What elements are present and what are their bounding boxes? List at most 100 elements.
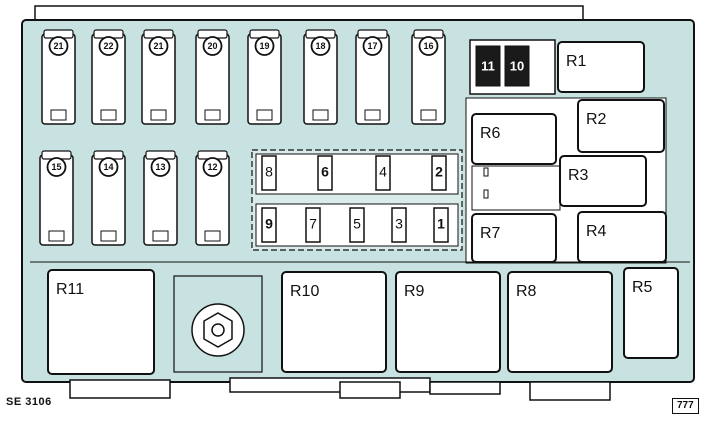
relay-label: R7 [480,225,501,242]
fuse-22: 22 [91,29,126,125]
fuse-14: 14 [91,150,126,246]
relay-r7: R7 [471,213,557,263]
relay-label: R10 [290,283,319,300]
fuse-16: 16 [411,29,446,125]
fuse-12: 12 [195,150,230,246]
fuse-number-circle [362,36,383,56]
mini-fuse-6: 6 [317,155,333,191]
fuse-18: 18 [303,29,338,125]
relay-body [507,271,613,373]
fuse-terminal [364,109,381,121]
fuse-number-circle [202,157,223,177]
fuse-terminal [152,230,169,242]
relay-body [471,113,557,165]
fuse-13: 13 [143,150,178,246]
relay-label: R11 [56,281,84,298]
relay-label: R9 [404,283,425,300]
relay-r8: R8 [507,271,613,373]
mini-fuse-body [433,207,449,243]
relay-r6: R6 [471,113,557,165]
relay-r10: R10 [281,271,387,373]
mini-fuse-body [391,207,407,243]
fuse-number-circle [98,157,119,177]
relay-body [623,267,679,359]
fuse-terminal [204,230,221,242]
fuse-15: 15 [39,150,74,246]
fuse-terminal [50,109,67,121]
fuse-17: 17 [355,29,390,125]
fuse-19: 19 [247,29,282,125]
relay-label: R4 [586,223,607,240]
earth-stud [173,275,263,373]
fuse-number: 20 [207,41,217,51]
fuse-number: 22 [103,41,113,51]
fuse-number: 16 [423,41,433,51]
mini-fuse-body [375,155,391,191]
fuse-number-circle [148,36,169,56]
fuse-terminal [150,109,167,121]
relay-label: R6 [480,125,501,142]
fuse-20: 20 [195,29,230,125]
reference-code-left: SE 3106 [6,396,52,408]
mini-fuse-number: 9 [265,216,273,232]
relay-body [47,269,155,375]
mini-fuse-9: 9 [261,207,277,243]
mini-fuse-7: 7 [305,207,321,243]
fuse-number: 19 [259,41,269,51]
empty-relay-socket [471,165,561,211]
fuse-number-circle [150,157,171,177]
mini-fuse-row-top [255,153,459,195]
relay-r1: R1 [557,41,645,93]
mini-fuse-3: 3 [391,207,407,243]
fuse-terminal [100,230,117,242]
fuse-terminal [48,230,65,242]
relay-body [395,271,501,373]
fuse-terminal [312,109,329,121]
mini-fuse-number: 2 [435,164,443,180]
mini-fuse-body [305,207,321,243]
mini-fuse-2: 2 [431,155,447,191]
fuse-number: 17 [367,41,377,51]
fuse-number: 18 [315,41,325,51]
fuse-terminal [420,109,437,121]
fuse-21: 21 [41,29,76,125]
fuse-number-circle [48,36,69,56]
mini-fuse-number: 3 [395,216,403,232]
mounting-lug [339,381,401,399]
relay-body [557,41,645,93]
relay-r5: R5 [623,267,679,359]
fuse-number-circle [310,36,331,56]
mounting-lug [529,381,611,401]
mini-fuse-body [317,155,333,191]
fuse-number: 15 [51,162,61,172]
mini-fuse-number: 7 [309,216,317,232]
socket-pin [483,167,489,177]
mini-fuse-body [261,207,277,243]
fuse-number: 21 [153,41,163,51]
maxi-fuse-10: 10 [510,58,524,73]
fuse-number: 14 [103,162,113,172]
fuse-number-circle [98,36,119,56]
mini-fuse-1: 1 [433,207,449,243]
fuse-terminal [204,109,221,121]
maxi-fuse-body [475,45,501,87]
relay-r9: R9 [395,271,501,373]
fuse-number: 21 [53,41,63,51]
relay-body [281,271,387,373]
mounting-lug [429,381,501,395]
relay-label: R5 [632,279,653,296]
mini-fuse-8: 8 [261,155,277,191]
relay-r11: R11 [47,269,155,375]
fuse-number-circle [46,157,67,177]
socket-pin [483,189,489,199]
relay-label: R1 [566,53,587,70]
maxi-fuse-body [504,45,530,87]
relay-body [559,155,647,207]
mini-fuse-body [261,155,277,191]
mini-fuse-number: 1 [437,216,445,232]
mini-fuse-number: 8 [265,164,273,180]
fuse-terminal [100,109,117,121]
